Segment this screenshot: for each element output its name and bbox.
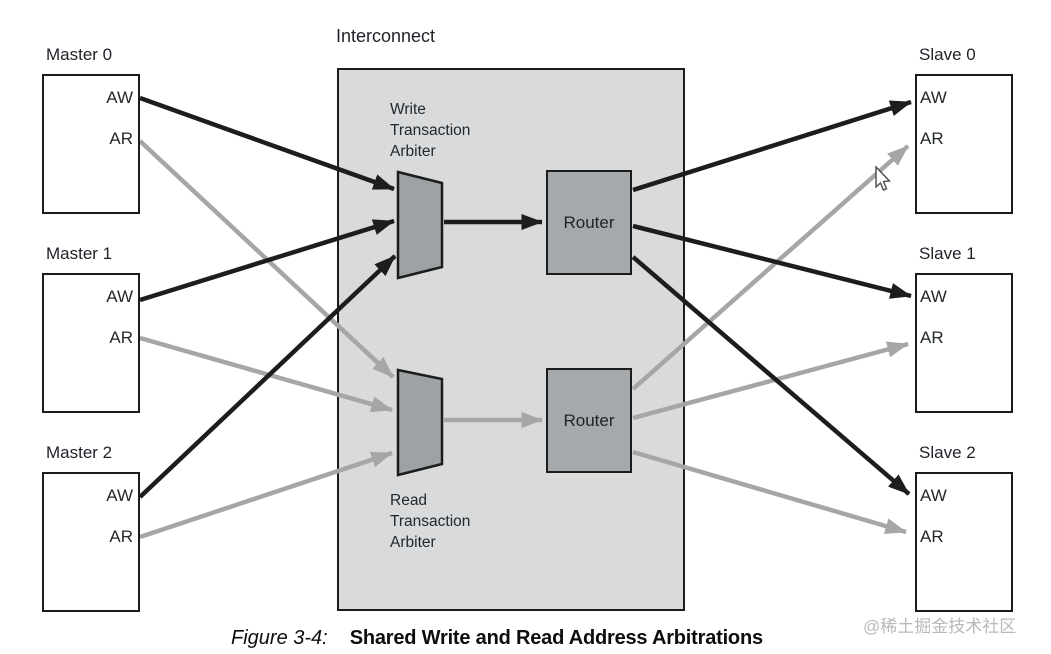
master1-node: Master 1 AW AR — [42, 244, 140, 413]
arrow-read-router-to-slave2-ar — [632, 449, 907, 535]
write-arbiter-label-line2: Transaction — [390, 122, 471, 139]
master0-label: Master 0 — [46, 45, 113, 64]
master0-box: AW AR — [42, 74, 140, 214]
master1-port-aw: AW — [106, 287, 133, 306]
arrow-read-router-to-slave1-ar — [632, 341, 909, 421]
write-arbiter-label-line3: Arbiter — [390, 143, 436, 160]
master2-box: AW AR — [42, 472, 140, 612]
arrow-master0-aw-to-write-arbiter — [139, 95, 395, 192]
master2-port-ar: AR — [109, 527, 133, 546]
interconnect-title: Interconnect — [336, 26, 436, 46]
slave0-node: Slave 0 AW AR — [915, 45, 1013, 214]
master1-box: AW AR — [42, 273, 140, 413]
watermark-text: @稀土掘金技术社区 — [863, 617, 1017, 636]
slave2-node: Slave 2 AW AR — [915, 443, 1013, 612]
slave1-box: AW AR — [915, 273, 1013, 413]
figure-caption-number: Figure 3-4: — [231, 627, 328, 649]
slave1-node: Slave 1 AW AR — [915, 244, 1013, 413]
slave2-port-aw: AW — [920, 486, 947, 505]
master2-node: Master 2 AW AR — [42, 443, 140, 612]
read-arbiter-label-line2: Transaction — [390, 513, 471, 530]
arrow-write-router-to-slave1-aw — [632, 223, 912, 299]
slave2-box: AW AR — [915, 472, 1013, 612]
mouse-cursor — [875, 165, 892, 191]
master2-port-aw: AW — [106, 486, 133, 505]
arrow-read-router-to-slave0-ar — [631, 144, 910, 391]
figure-caption: Figure 3-4: Shared Write and Read Address… — [231, 626, 763, 650]
arrow-master2-aw-to-write-arbiter — [138, 254, 397, 499]
arrow-write-router-to-slave2-aw — [631, 255, 911, 496]
write-arbiter-shape — [396, 170, 444, 280]
write-arbiter-label: Write Transaction Arbiter — [390, 99, 470, 162]
read-arbiter-shape — [396, 368, 444, 477]
master0-node: Master 0 AW AR — [42, 45, 140, 214]
master1-label: Master 1 — [46, 244, 113, 263]
read-arbiter-label-line1: Read — [390, 492, 428, 509]
figure-caption-title: Shared Write and Read Address Arbitratio… — [349, 627, 763, 649]
arrow-master1-ar-to-read-arbiter — [139, 335, 393, 413]
slave0-port-ar: AR — [920, 129, 944, 148]
arrow-write-router-to-slave0-aw — [632, 99, 912, 193]
arrow-master1-aw-to-write-arbiter — [139, 218, 395, 303]
master2-label: Master 2 — [46, 443, 113, 462]
write-router-label: Router — [563, 212, 615, 232]
slave0-box: AW AR — [915, 74, 1013, 214]
write-router: Router — [546, 170, 632, 275]
slave0-port-aw: AW — [920, 88, 947, 107]
slave2-label: Slave 2 — [919, 443, 976, 462]
master1-port-ar: AR — [109, 328, 133, 347]
slave2-port-ar: AR — [920, 527, 944, 546]
slave1-port-ar: AR — [920, 328, 944, 347]
read-router-label: Router — [563, 410, 615, 430]
master0-port-aw: AW — [106, 88, 133, 107]
interconnect-box — [337, 68, 685, 611]
arrow-master2-ar-to-read-arbiter — [139, 450, 393, 540]
read-arbiter-label: Read Transaction Arbiter — [390, 490, 470, 553]
slave1-label: Slave 1 — [919, 244, 976, 263]
slave0-label: Slave 0 — [919, 45, 976, 64]
master0-port-ar: AR — [109, 129, 133, 148]
slave1-port-aw: AW — [920, 287, 947, 306]
read-router: Router — [546, 368, 632, 473]
read-arbiter-label-line3: Arbiter — [390, 534, 436, 551]
write-arbiter-label-line1: Write — [390, 101, 426, 118]
